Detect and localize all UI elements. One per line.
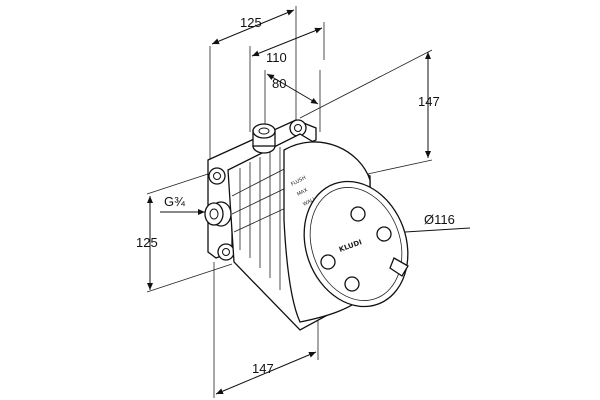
dimension-125-top: 125 [209, 6, 297, 160]
dim-125-left-label: 125 [136, 235, 158, 250]
cover-port-right [376, 226, 392, 242]
top-connector [252, 123, 276, 154]
dimension-110: 110 [249, 22, 325, 132]
sleeve-text-wall: WALL [302, 196, 317, 208]
dim-diameter-label: Ø116 [424, 212, 455, 227]
dim-thread-label: G¾ [164, 194, 185, 209]
sleeve-text-max: MAX [296, 187, 309, 198]
dim-147-bottom-label: 147 [252, 361, 274, 376]
mounting-hole-top-left [208, 167, 226, 185]
dim-125-top-label: 125 [240, 15, 262, 30]
cover-port-left [320, 254, 336, 270]
dim-147-right-label: 147 [418, 94, 440, 109]
valve-body: FLUSH MAX WALL KLUDI [204, 119, 409, 331]
front-cover-disc [303, 180, 409, 308]
housing-ribs [231, 147, 291, 290]
dim-80-label: 80 [272, 76, 286, 91]
dim-110-label: 110 [266, 50, 287, 65]
side-connector [204, 201, 232, 227]
mounting-hole-bottom-left [217, 243, 235, 261]
cover-lug [389, 257, 409, 277]
cover-port-bottom [344, 276, 360, 292]
dimension-125-left: 125 [136, 171, 233, 293]
dimension-thread: G¾ [160, 194, 205, 215]
mounting-hole-top-right [289, 119, 307, 137]
dimension-80: 80 [264, 70, 321, 132]
cover-port-top [350, 206, 366, 222]
